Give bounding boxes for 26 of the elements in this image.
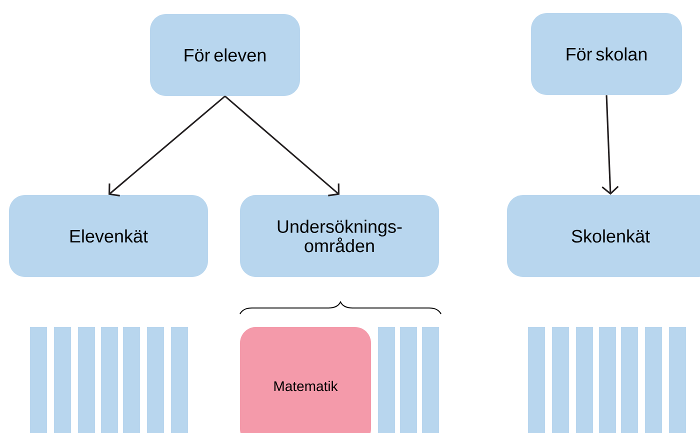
survey-box: Undersöknings- områden <box>240 195 439 277</box>
bar <box>669 327 686 433</box>
bar <box>552 327 569 433</box>
survey-box: Skolenkät <box>507 195 700 277</box>
arrow <box>224 96 340 196</box>
bar <box>147 327 164 433</box>
bar <box>599 327 616 433</box>
bar <box>101 327 118 433</box>
bar <box>645 327 662 433</box>
arrow <box>602 95 619 195</box>
bar <box>378 327 395 433</box>
bar <box>30 327 47 433</box>
bar <box>54 327 71 433</box>
bar <box>400 327 417 433</box>
bar <box>171 327 188 433</box>
subject-box: Matematik <box>240 327 371 433</box>
bar <box>528 327 545 433</box>
bar <box>621 327 638 433</box>
category-box: För skolan <box>531 13 682 95</box>
survey-box: Elevenkät <box>9 195 208 277</box>
bar <box>422 327 439 433</box>
bar <box>123 327 140 433</box>
category-box: För eleven <box>150 14 300 96</box>
bar <box>576 327 593 433</box>
arrow <box>108 96 226 196</box>
bar <box>78 327 95 433</box>
